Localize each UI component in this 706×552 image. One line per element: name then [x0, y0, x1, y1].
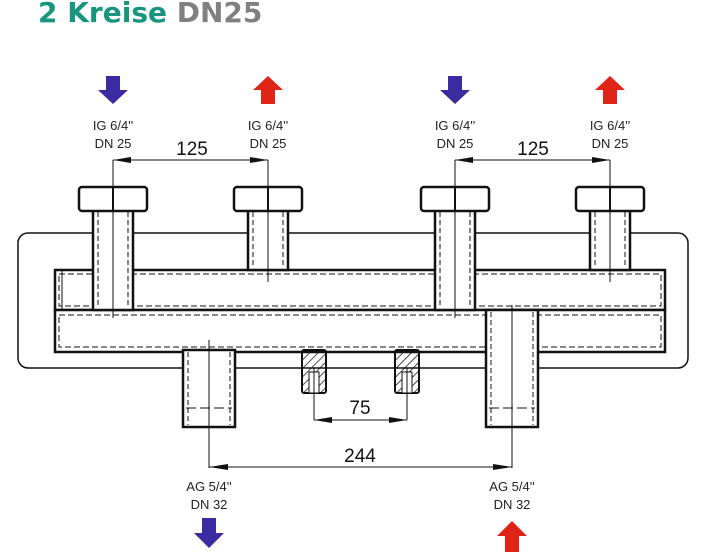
bottom-label-right-a: AG 5/4''	[489, 479, 534, 494]
bottom-nozzle-right	[484, 305, 540, 440]
flow-arrow-down-icon	[440, 76, 470, 104]
mounting-boss-right	[394, 349, 420, 420]
bottom-label-left-b: DN 32	[191, 497, 228, 512]
flow-arrow-down-icon	[194, 518, 224, 548]
upper-header-chamber	[53, 268, 667, 312]
top-nozzle-1	[77, 185, 149, 318]
connection-label-2a: IG 6/4''	[248, 118, 288, 133]
connection-label-1b: DN 25	[95, 136, 132, 151]
bottom-label-left-a: AG 5/4''	[186, 479, 231, 494]
title-circuits: 2 Kreise	[38, 0, 167, 29]
flow-arrow-up-icon	[497, 521, 527, 552]
flow-arrow-down-icon	[98, 76, 128, 104]
top-nozzle-4	[574, 185, 646, 282]
title-dn: DN25	[176, 0, 263, 29]
dimension-right-pair: 125	[517, 139, 549, 160]
page-title: 2 Kreise DN25	[38, 0, 262, 29]
bottom-nozzle-left	[181, 340, 237, 440]
flow-arrow-up-icon	[595, 76, 625, 104]
bottom-label-right-b: DN 32	[494, 497, 531, 512]
flow-arrow-up-icon	[253, 76, 283, 104]
connection-label-3a: IG 6/4''	[435, 118, 475, 133]
lower-header-chamber	[53, 308, 667, 354]
connection-label-4b: DN 25	[592, 136, 629, 151]
top-nozzle-2	[232, 185, 304, 282]
dimension-mount-holes: 75	[349, 398, 370, 419]
connection-label-1a: IG 6/4''	[93, 118, 133, 133]
top-nozzle-3	[419, 185, 491, 318]
dimension-bottom-spacing: 244	[344, 446, 376, 467]
connection-label-4a: IG 6/4''	[590, 118, 630, 133]
connection-label-3b: DN 25	[437, 136, 474, 151]
mounting-boss-left	[301, 349, 327, 420]
connection-label-2b: DN 25	[250, 136, 287, 151]
dimension-left-pair: 125	[176, 139, 208, 160]
